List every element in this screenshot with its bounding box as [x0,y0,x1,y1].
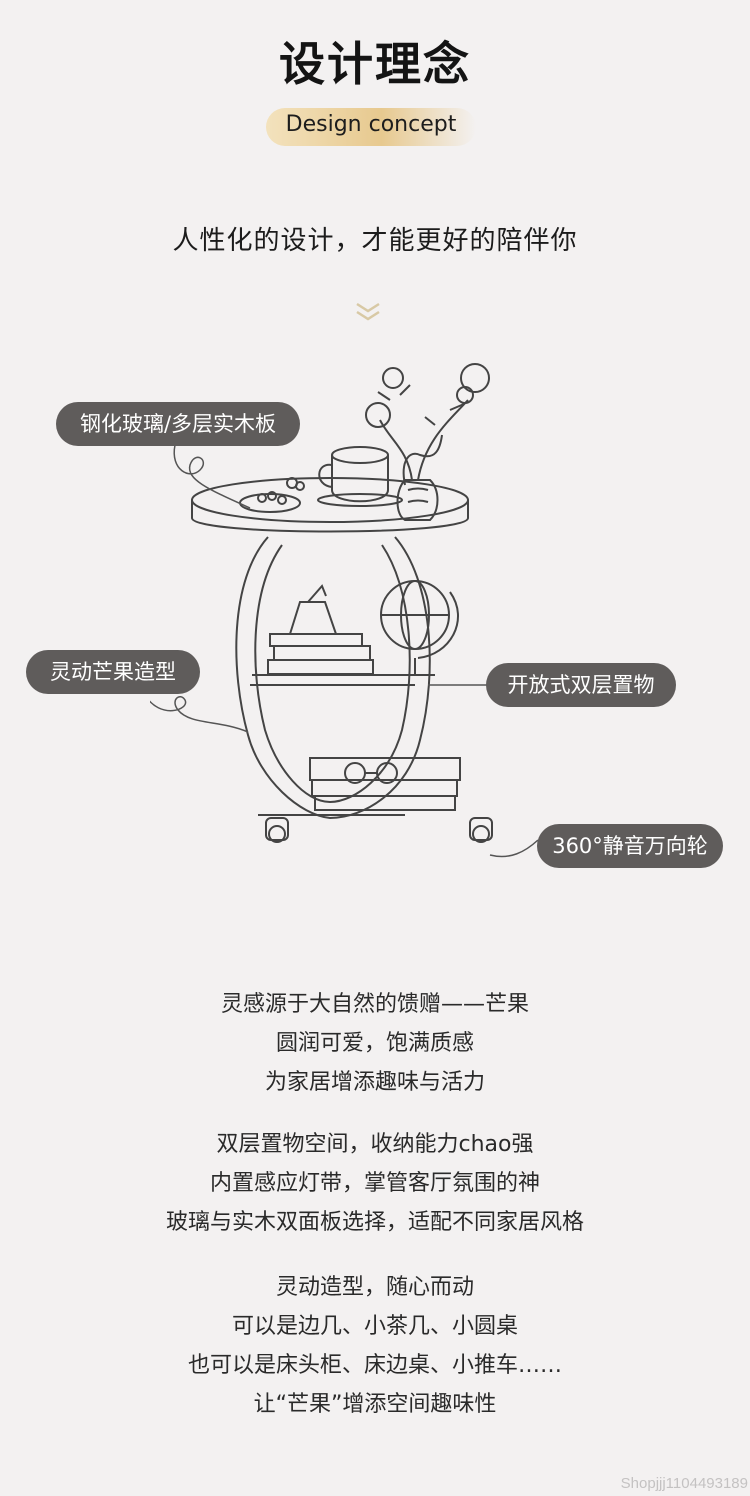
paragraph-line: 可以是边几、小茶几、小圆桌 [231,1314,518,1339]
callout-open-shelf: 开放式双层置物 [486,663,676,707]
paragraph-inspiration: 灵感源于大自然的馈赠——芒果 圆润可爱，饱满质感 为家居增添趣味与活力 [0,985,750,1102]
paragraph-line: 也可以是床头柜、床边桌、小推车…… [187,1353,562,1378]
page-subtitle: Design concept [285,112,457,137]
flower-vase-icon [365,363,490,521]
paragraph-line: 玻璃与实木双面板选择，适配不同家居风格 [165,1210,584,1235]
paragraph-line: 圆润可爱，饱满质感 [275,1031,474,1056]
paragraph-line: 为家居增添趣味与活力 [264,1070,485,1095]
paragraph-line: 让“芒果”增添空间趣味性 [253,1392,497,1417]
wheel-icon [265,817,493,843]
paragraph-line: 双层置物空间，收纳能力chao强 [216,1132,534,1157]
chevron-down-icon [356,302,380,321]
page-title: 设计理念 [279,37,471,91]
callout-silent-wheel: 360°静音万向轮 [537,824,723,868]
paragraph-versatility: 灵动造型，随心而动 可以是边几、小茶几、小圆桌 也可以是床头柜、床边桌、小推车…… [0,1268,750,1424]
paragraph-line: 内置感应灯带，掌管客厅氛围的神 [209,1171,540,1196]
paragraph-line: 灵感源于大自然的馈赠——芒果 [220,992,529,1017]
watermark: Shopjjj1104493189 [620,1475,748,1492]
subtitle-badge [266,108,476,146]
cup-icon [317,446,403,507]
callout-glass-wood-board: 钢化玻璃/多层实木板 [56,402,300,446]
paragraph-line: 灵动造型，随心而动 [275,1275,474,1300]
side-table-illustration [150,363,539,858]
callout-mango-shape: 灵动芒果造型 [26,650,200,694]
tagline: 人性化的设计，才能更好的陪伴你 [172,226,578,256]
paragraph-storage: 双层置物空间，收纳能力chao强 内置感应灯带，掌管客厅氛围的神 玻璃与实木双面… [0,1125,750,1242]
